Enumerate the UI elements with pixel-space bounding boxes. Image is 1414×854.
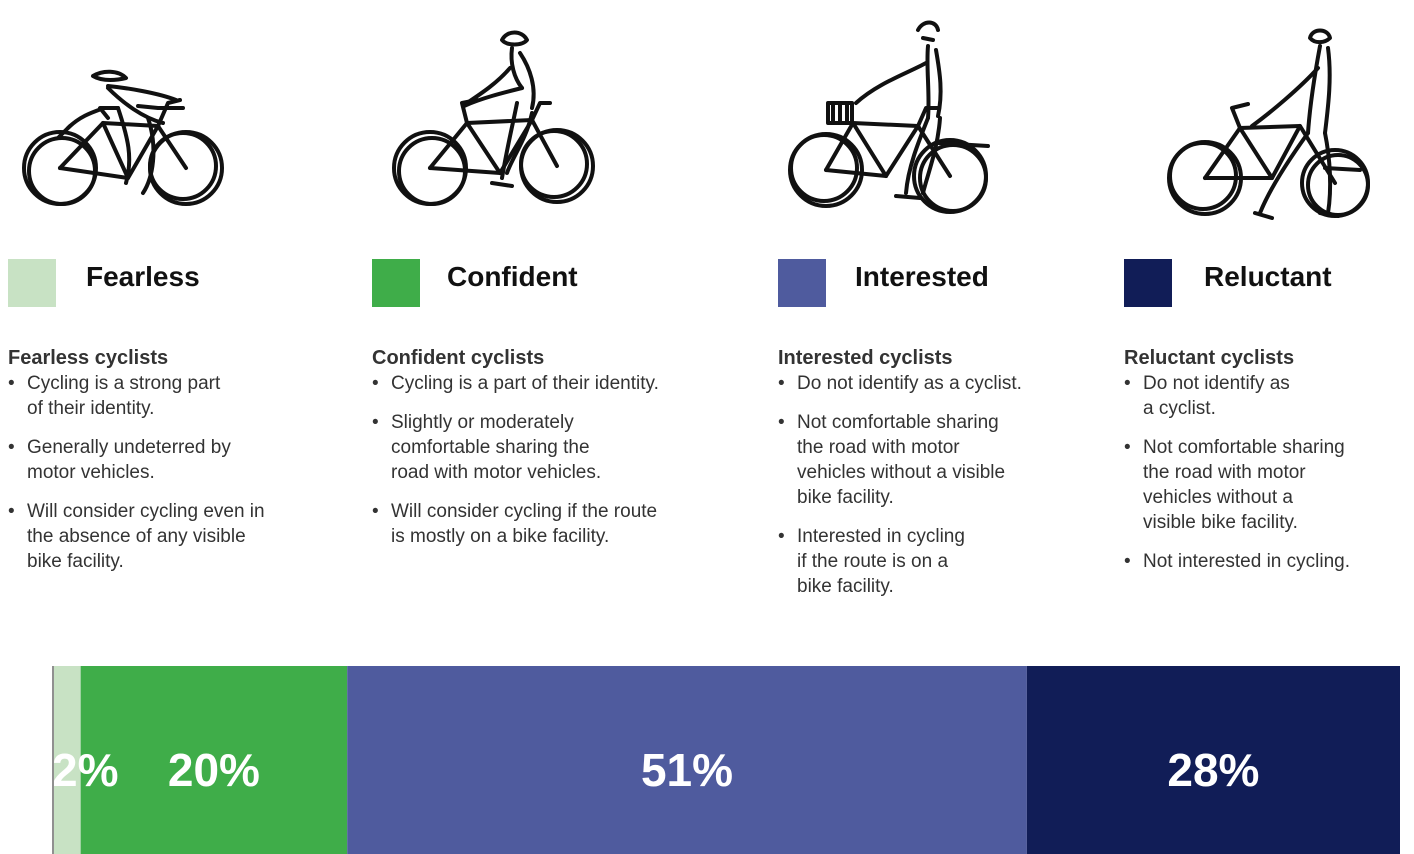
legend-swatch-fearless (8, 259, 56, 307)
bar-segment-reluctant (1026, 666, 1400, 854)
bullet-item: Will consider cycling if the route is mo… (372, 499, 659, 549)
legend-swatch-interested (778, 259, 826, 307)
description-heading: Reluctant cyclists (1124, 347, 1295, 369)
category-column-interested: Interested Interested cyclists Do not id… (778, 0, 1108, 640)
bullet-item: Not comfortable sharing the road with mo… (778, 410, 1022, 510)
stacked-percentage-bar: 2% 20% 51% 28% (0, 666, 1414, 854)
category-title: Interested (855, 261, 989, 292)
legend-swatch-confident (372, 259, 420, 307)
category-column-reluctant: Reluctant Reluctant cyclists Do not iden… (1124, 0, 1414, 640)
bullet-item: Do not identify as a cyclist. (778, 371, 1022, 396)
bullet-item: Generally undeterred by motor vehicles. (8, 435, 265, 485)
bar-label-confident: 20% (168, 744, 260, 796)
cyclist-racing-icon (8, 8, 238, 223)
category-title: Reluctant (1204, 261, 1332, 292)
description-bullets: Cycling is a part of their identity. Sli… (372, 371, 659, 563)
description-bullets: Do not identify as a cyclist. Not comfor… (778, 371, 1022, 613)
description-heading: Confident cyclists (372, 347, 545, 369)
bullet-item: Will consider cycling even in the absenc… (8, 499, 265, 574)
bullet-item: Not interested in cycling. (1124, 549, 1350, 574)
legend-swatch-reluctant (1124, 259, 1172, 307)
bullet-item: Cycling is a strong part of their identi… (8, 371, 265, 421)
bullet-item: Do not identify as a cyclist. (1124, 371, 1350, 421)
description-heading: Fearless cyclists (8, 347, 169, 369)
cyclist-upright-icon (382, 8, 612, 223)
bar-label-reluctant: 28% (1167, 744, 1259, 796)
bullet-item: Cycling is a part of their identity. (372, 371, 659, 396)
cyclist-basket-icon (778, 8, 1008, 223)
category-column-confident: Confident Confident cyclists Cycling is … (372, 0, 757, 640)
person-walking-bike-icon (1160, 8, 1390, 223)
bar-label-fearless: 2% (52, 744, 118, 796)
bar-segment-confident (80, 666, 348, 854)
bar-segment-interested (347, 666, 1027, 854)
bar-label-interested: 51% (641, 744, 733, 796)
category-title: Fearless (86, 261, 200, 292)
description-bullets: Cycling is a strong part of their identi… (8, 371, 265, 588)
description-heading: Interested cyclists (778, 347, 953, 369)
bullet-item: Slightly or moderately comfortable shari… (372, 410, 659, 485)
description-bullets: Do not identify as a cyclist. Not comfor… (1124, 371, 1350, 588)
category-title: Confident (447, 261, 578, 292)
bullet-item: Interested in cycling if the route is on… (778, 524, 1022, 599)
bullet-item: Not comfortable sharing the road with mo… (1124, 435, 1350, 535)
stacked-bar-svg: 2% 20% 51% 28% (52, 666, 1400, 854)
category-column-fearless: Fearless Fearless cyclists Cycling is a … (8, 0, 353, 640)
bar-segment-fearless (54, 666, 81, 854)
